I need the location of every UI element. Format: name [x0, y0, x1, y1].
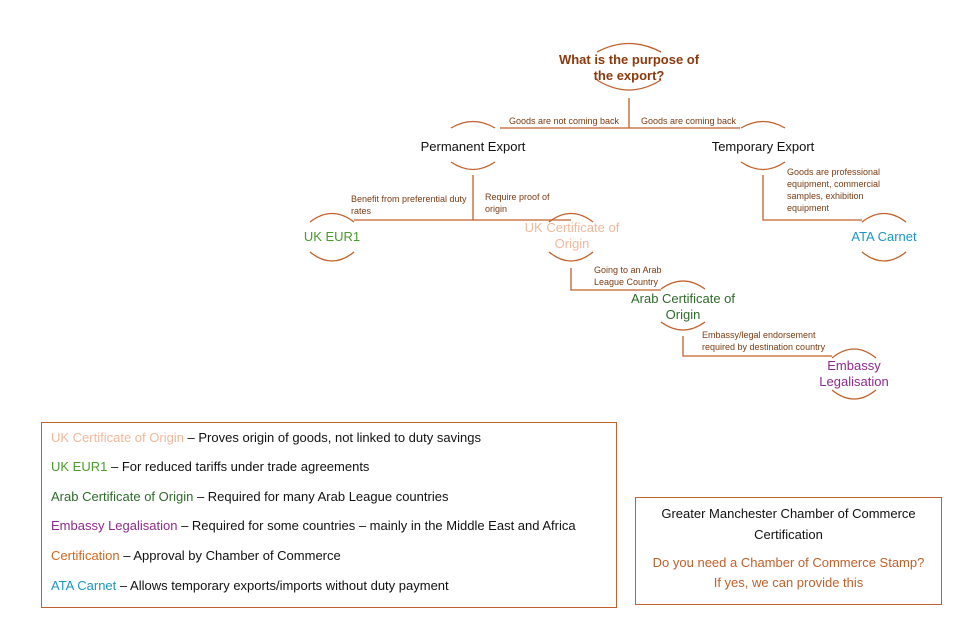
legend-desc: – Proves origin of goods, not linked to … — [183, 430, 481, 445]
arc-permanent-top — [450, 120, 496, 129]
legend-desc: – Required for many Arab League countrie… — [193, 489, 449, 504]
legend-term: Embassy Legalisation — [51, 518, 178, 533]
legend-item-ata: ATA Carnet – Allows temporary exports/im… — [51, 578, 449, 593]
edge-label-professional: Goods are professional equipment, commer… — [787, 167, 881, 214]
permanent-export-node: Permanent Export — [420, 139, 526, 154]
arc-eur1-top — [309, 212, 355, 223]
edge-label-endorsement: Embassy/legal endorsement required by de… — [702, 330, 826, 353]
legend-term: UK EUR1 — [51, 459, 108, 474]
legend-desc: – For reduced tariffs under trade agreem… — [107, 459, 370, 474]
legend-desc: – Allows temporary exports/imports witho… — [116, 578, 449, 593]
arc-question-bottom — [596, 79, 662, 91]
arc-ukcert-bottom — [548, 251, 594, 262]
arc-ata-top — [861, 212, 907, 223]
uk-certificate-node: UK Certificate of Origin — [524, 220, 620, 252]
legend-term: ATA Carnet — [51, 578, 117, 593]
arc-question-top — [596, 42, 662, 53]
question-text: What is the purpose of the export? — [558, 52, 700, 84]
line-arab-to-embassy — [682, 336, 832, 357]
legend-term: Certification — [51, 548, 120, 563]
arab-certificate-node: Arab Certificate of Origin — [630, 291, 736, 323]
arc-arab-bottom — [660, 321, 706, 331]
chamber-answer: If yes, we can provide this — [713, 575, 864, 590]
edge-label-arab-league: Going to an Arab League Country — [594, 265, 662, 288]
arc-arab-top — [660, 280, 706, 290]
question-node: What is the purpose of the export? — [553, 52, 705, 85]
ata-carnet-node: ATA Carnet — [851, 229, 917, 244]
legend-term: UK Certificate of Origin — [51, 430, 184, 445]
arc-embassy-bottom — [831, 389, 877, 400]
edge-label-not-coming-back: Goods are not coming back — [509, 116, 620, 126]
legend-item-embassy: Embassy Legalisation – Required for some… — [51, 518, 576, 533]
legend-desc: – Required for some countries – mainly i… — [177, 518, 576, 533]
arc-ata-bottom — [861, 251, 907, 262]
edge-label-proof: Require proof of origin — [485, 192, 550, 215]
chamber-question: Do you need a Chamber of Commerce Stamp? — [652, 555, 925, 570]
embassy-legalisation-node: Embassy Legalisation — [819, 358, 889, 390]
arc-temporary-top — [740, 120, 786, 129]
line-ukcert-to-arab — [570, 268, 661, 291]
uk-eur1-node: UK EUR1 — [303, 229, 361, 244]
legend-desc: – Approval by Chamber of Commerce — [119, 548, 341, 563]
line-temporary-to-ata — [762, 175, 862, 221]
chamber-info-box: Greater Manchester Chamber of Commerce C… — [635, 497, 942, 605]
legend-item-uk-certificate: UK Certificate of Origin – Proves origin… — [51, 430, 481, 445]
legend-item-eur1: UK EUR1 – For reduced tariffs under trad… — [51, 459, 369, 474]
legend-box: UK Certificate of Origin – Proves origin… — [41, 422, 617, 608]
arc-eur1-bottom — [309, 251, 355, 262]
edge-label-preferential: Benefit from preferential duty rates — [351, 194, 467, 217]
arc-embassy-top — [831, 348, 877, 359]
edge-label-coming-back: Goods are coming back — [641, 116, 737, 126]
legend-item-certification: Certification – Approval by Chamber of C… — [51, 548, 341, 563]
arc-temporary-bottom — [740, 161, 786, 171]
arc-permanent-bottom — [450, 161, 496, 171]
temporary-export-node: Temporary Export — [711, 139, 815, 154]
legend-item-arab-certificate: Arab Certificate of Origin – Required fo… — [51, 489, 448, 504]
legend-term: Arab Certificate of Origin — [51, 489, 194, 504]
chamber-title: Greater Manchester Chamber of Commerce C… — [661, 506, 916, 542]
